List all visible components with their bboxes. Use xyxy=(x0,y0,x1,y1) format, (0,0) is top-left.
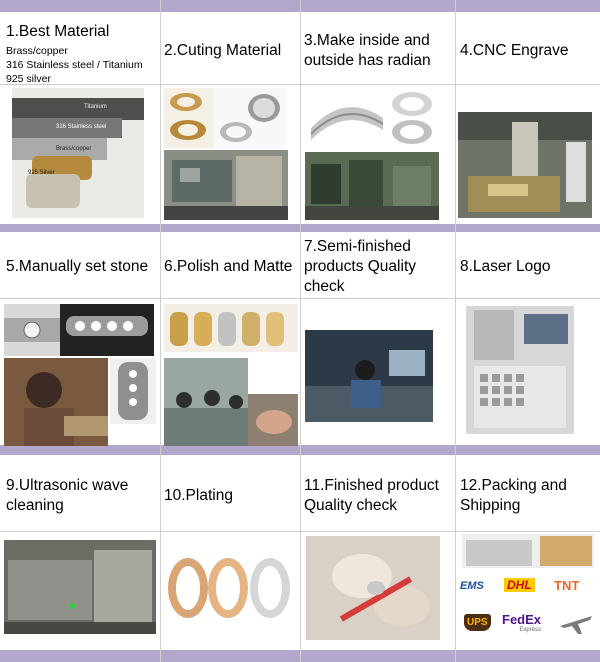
outer-radian-ring-photo xyxy=(388,88,434,150)
label-silver: 925 Silver xyxy=(28,170,55,176)
grid-line xyxy=(0,84,600,85)
step-5-title: 5.Manually set stone xyxy=(6,258,149,275)
label-titanium: Titanium xyxy=(84,104,107,110)
fedex-express-text: Express xyxy=(519,627,542,633)
step-9-title: 9.Ultrasonic wave cleaning xyxy=(6,477,129,514)
ems-logo: EMS xyxy=(460,580,484,592)
ups-logo: UPS xyxy=(464,614,491,631)
fedex-logo: FedEx Express xyxy=(502,612,541,633)
step-10-title: 10.Plating xyxy=(164,487,233,504)
cut-rings-photo xyxy=(164,88,214,148)
material-brass: Brass/copper xyxy=(6,45,68,57)
hand-polish-photo xyxy=(248,394,298,446)
inner-radian-ring-photo xyxy=(305,88,387,150)
step-3-title: 3.Make inside and outside has radian xyxy=(304,32,431,69)
steel-tube-photo xyxy=(214,88,286,148)
grid-line xyxy=(455,0,456,662)
step-7-title: 7.Semi-finished products Quality check xyxy=(304,238,416,295)
grid-line xyxy=(300,0,301,662)
stone-ring-photo xyxy=(4,304,60,356)
grid-line xyxy=(160,0,161,662)
tnt-logo: TNT xyxy=(554,578,580,593)
quality-check-room-photo xyxy=(305,330,433,422)
stone-band-photo xyxy=(60,304,154,356)
step-11-title: 11.Finished product Quality check xyxy=(304,477,439,514)
airplane-icon xyxy=(558,610,594,636)
grid-line xyxy=(0,531,600,532)
label-steel: 316 Stainless steel xyxy=(56,124,106,130)
step-6-title: 6.Polish and Matte xyxy=(164,258,293,275)
step-8-title: 8.Laser Logo xyxy=(460,258,551,275)
material-steel-titanium: 316 Stainless steel / Titanium xyxy=(6,59,143,71)
material-list: Brass/copper 316 Stainless steel / Titan… xyxy=(6,44,158,86)
packing-boxes-photo xyxy=(462,534,594,568)
pave-ring-photo xyxy=(110,358,156,424)
laser-machine-photo xyxy=(466,306,574,434)
step-1-cell: 1.Best Material Brass/copper 316 Stainle… xyxy=(6,22,158,86)
material-silver: 925 silver xyxy=(6,73,51,85)
plated-rings-photo xyxy=(164,546,296,630)
ultrasonic-cleaner-photo xyxy=(4,540,156,634)
grid-line xyxy=(0,298,600,299)
polished-rings-photo xyxy=(164,304,298,352)
carrier-logos: EMS DHL TNT UPS FedEx Express xyxy=(458,576,598,644)
setting-worker-photo xyxy=(4,358,108,446)
material-tubes-photo: Titanium 316 Stainless steel Brass/coppe… xyxy=(12,88,144,218)
step-2-title: 2.Cuting Material xyxy=(164,42,282,59)
label-brass: Brass/copper xyxy=(56,146,91,152)
step-12-title: 12.Packing and Shipping xyxy=(460,477,567,514)
dhl-logo: DHL xyxy=(504,578,535,592)
final-check-photo xyxy=(306,536,440,640)
fedex-text: FedEx xyxy=(502,612,542,627)
polishing-workshop-photo xyxy=(164,358,248,446)
lathe-machine-photo xyxy=(164,150,288,220)
step-1-title: 1.Best Material xyxy=(6,23,110,40)
cnc-engrave-photo xyxy=(458,112,592,218)
workshop-machines-photo xyxy=(305,152,439,220)
step-4-title: 4.CNC Engrave xyxy=(460,42,569,59)
